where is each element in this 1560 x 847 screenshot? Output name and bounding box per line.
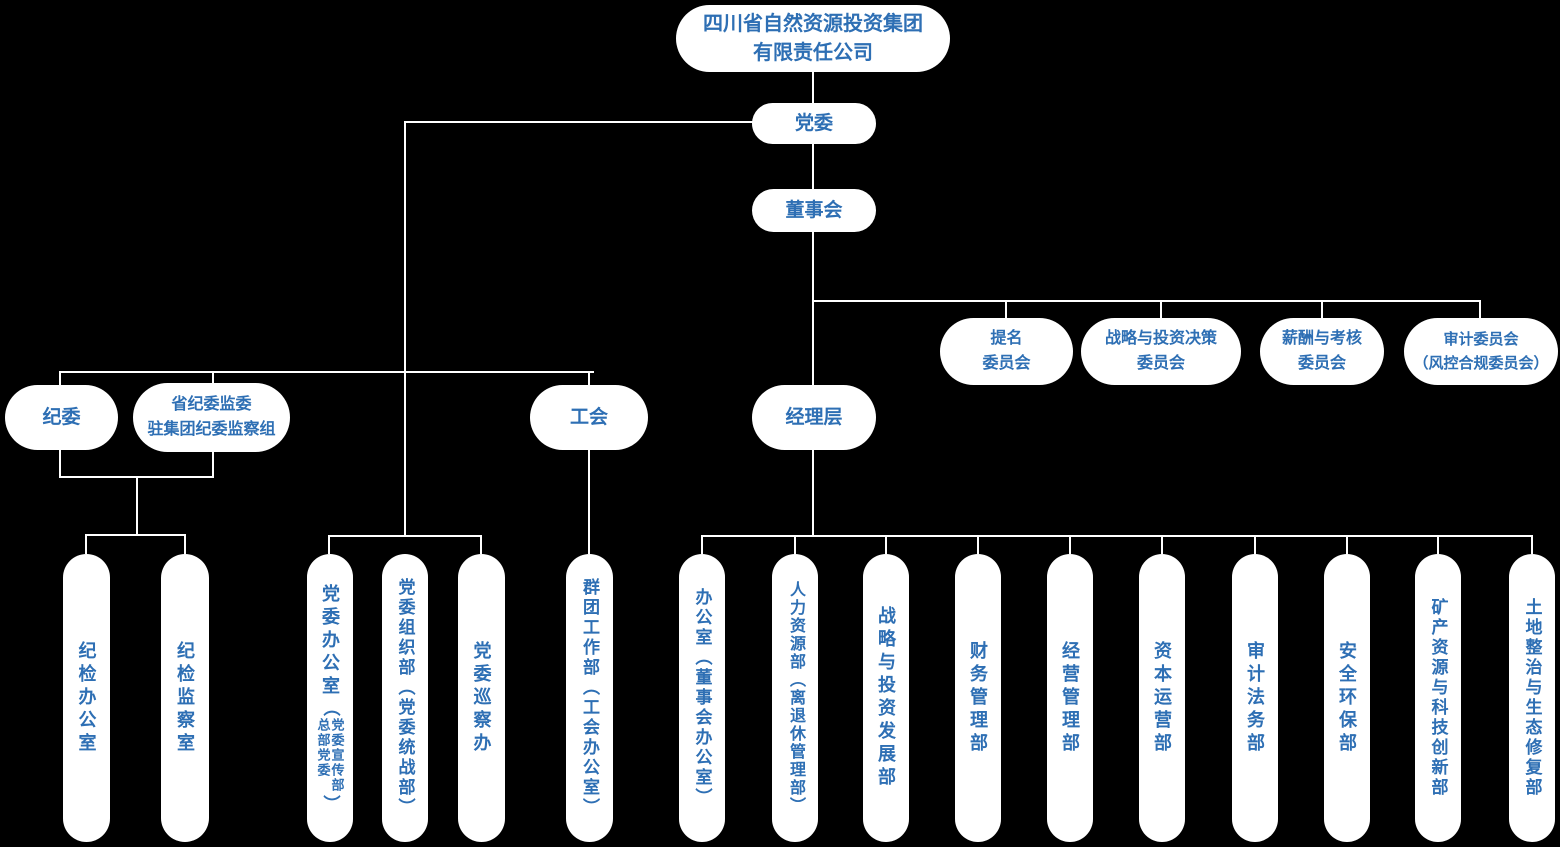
node-operations-management-dept: 经营管理部 xyxy=(1047,554,1093,842)
node-board-of-directors: 董事会 xyxy=(752,189,876,232)
connector-line xyxy=(1346,535,1348,554)
node-label: 经理层 xyxy=(785,406,843,428)
node-label: 四川省自然资源投资集团 有限责任公司 xyxy=(703,12,923,64)
paren-open: （ xyxy=(320,699,340,716)
connector-line xyxy=(480,535,482,554)
node-discipline-office: 纪检办公室 xyxy=(63,554,110,842)
node-label: 工会 xyxy=(569,406,608,428)
node-label: 党委办公室 xyxy=(320,584,340,699)
connector-line xyxy=(1437,535,1439,554)
node-label: 纪检监察室 xyxy=(175,640,195,756)
node-management-layer: 经理层 xyxy=(752,385,876,450)
node-label: 审计委员会 （风控合规委员会） xyxy=(1413,331,1549,372)
node-company-root: 四川省自然资源投资集团 有限责任公司 xyxy=(676,5,950,72)
connector-line xyxy=(812,232,814,385)
connector-line xyxy=(1005,300,1007,318)
connector-line xyxy=(1321,300,1323,318)
node-labor-union: 工会 xyxy=(530,385,648,450)
connector-line xyxy=(328,535,482,537)
party-office-subnotes: 总部党委 党委宣传部 xyxy=(315,718,345,793)
connector-line xyxy=(59,371,594,373)
connector-line xyxy=(404,121,753,123)
node-mass-org-dept: 群团工作部（工会办公室） xyxy=(566,554,613,842)
node-nomination-committee: 提名 委员会 xyxy=(940,318,1073,385)
node-label: 财务管理部 xyxy=(968,640,988,756)
node-discipline-supervision-office: 纪检监察室 xyxy=(161,554,209,842)
node-label: 战略与投资发展部 xyxy=(876,606,896,790)
connector-line xyxy=(85,534,186,536)
node-strategy-investment-dev-dept: 战略与投资发展部 xyxy=(863,554,909,842)
node-label: 党委巡察办 xyxy=(471,640,492,756)
node-label: 经营管理部 xyxy=(1060,640,1080,756)
node-label: 安全环保部 xyxy=(1337,640,1357,756)
node-label: 省纪委监委 驻集团纪委监察组 xyxy=(147,395,276,438)
node-safety-environment-dept: 安全环保部 xyxy=(1324,554,1370,842)
node-party-office: 党委办公室 （ 总部党委 党委宣传部 ） xyxy=(307,554,353,842)
node-label: 纪委 xyxy=(42,406,81,428)
node-label: 人力资源部（离退休管理部） xyxy=(787,581,804,815)
connector-line xyxy=(1479,300,1481,318)
node-label: 党委 xyxy=(794,112,833,134)
connector-line xyxy=(136,476,138,536)
node-party-organization-dept: 党委组织部（党委统战部） xyxy=(382,554,428,842)
connector-line xyxy=(404,121,406,537)
node-label: 群团工作部（工会办公室） xyxy=(580,578,599,818)
connector-line xyxy=(1254,535,1256,554)
node-party-committee: 党委 xyxy=(752,103,876,144)
connector-line xyxy=(701,535,1533,537)
subnote-propaganda-dept: 党委宣传部 xyxy=(329,718,345,793)
connector-line xyxy=(328,535,330,554)
node-general-office: 办公室（董事会办公室） xyxy=(679,554,725,842)
node-label: 资本运营部 xyxy=(1152,640,1172,756)
node-capital-operations-dept: 资本运营部 xyxy=(1139,554,1185,842)
connector-line xyxy=(885,535,887,554)
connector-line xyxy=(812,300,1480,302)
node-provincial-inspection-group: 省纪委监委 驻集团纪委监察组 xyxy=(133,383,290,452)
node-audit-legal-dept: 审计法务部 xyxy=(1232,554,1278,842)
connector-line xyxy=(812,144,814,189)
connector-line xyxy=(588,371,590,385)
node-label: 办公室（董事会办公室） xyxy=(692,588,712,808)
connector-line xyxy=(1531,535,1533,554)
node-discipline-committee: 纪委 xyxy=(5,385,118,450)
node-label: 薪酬与考核 委员会 xyxy=(1281,329,1362,372)
node-label: 审计法务部 xyxy=(1245,640,1265,756)
connector-line xyxy=(977,535,979,554)
connector-line xyxy=(85,534,87,554)
node-compensation-assessment-committee: 薪酬与考核 委员会 xyxy=(1260,318,1384,385)
node-label: 矿产资源与科技创新部 xyxy=(1428,598,1448,798)
node-mineral-resources-tech-dept: 矿产资源与科技创新部 xyxy=(1415,554,1461,842)
node-label: 董事会 xyxy=(785,199,843,221)
connector-line xyxy=(1069,535,1071,554)
connector-line xyxy=(59,371,61,385)
node-label: 党委组织部（党委统战部） xyxy=(395,578,415,818)
subnote-headquarters-party: 总部党委 xyxy=(315,718,331,778)
connector-line xyxy=(588,450,590,554)
node-label: 提名 委员会 xyxy=(982,329,1031,372)
connector-line xyxy=(212,371,214,383)
node-audit-committee: 审计委员会 （风控合规委员会） xyxy=(1404,318,1558,385)
connector-line xyxy=(794,535,796,554)
paren-close: ） xyxy=(320,795,340,812)
connector-line xyxy=(1161,535,1163,554)
node-label: 战略与投资决策 委员会 xyxy=(1104,329,1217,372)
connector-line xyxy=(1160,300,1162,318)
connector-line xyxy=(59,450,61,478)
node-human-resources-dept: 人力资源部（离退休管理部） xyxy=(772,554,818,842)
node-party-inspection-office: 党委巡察办 xyxy=(458,554,505,842)
node-land-remediation-ecology-dept: 土地整治与生态修复部 xyxy=(1509,554,1555,842)
connector-line xyxy=(812,450,814,537)
node-strategy-investment-committee: 战略与投资决策 委员会 xyxy=(1081,318,1241,385)
node-label: 纪检办公室 xyxy=(76,640,97,756)
node-label: 土地整治与生态修复部 xyxy=(1522,598,1542,798)
connector-line xyxy=(184,534,186,554)
connector-line xyxy=(701,535,703,554)
node-finance-dept: 财务管理部 xyxy=(955,554,1001,842)
connector-line xyxy=(812,72,814,103)
connector-line xyxy=(212,452,214,478)
